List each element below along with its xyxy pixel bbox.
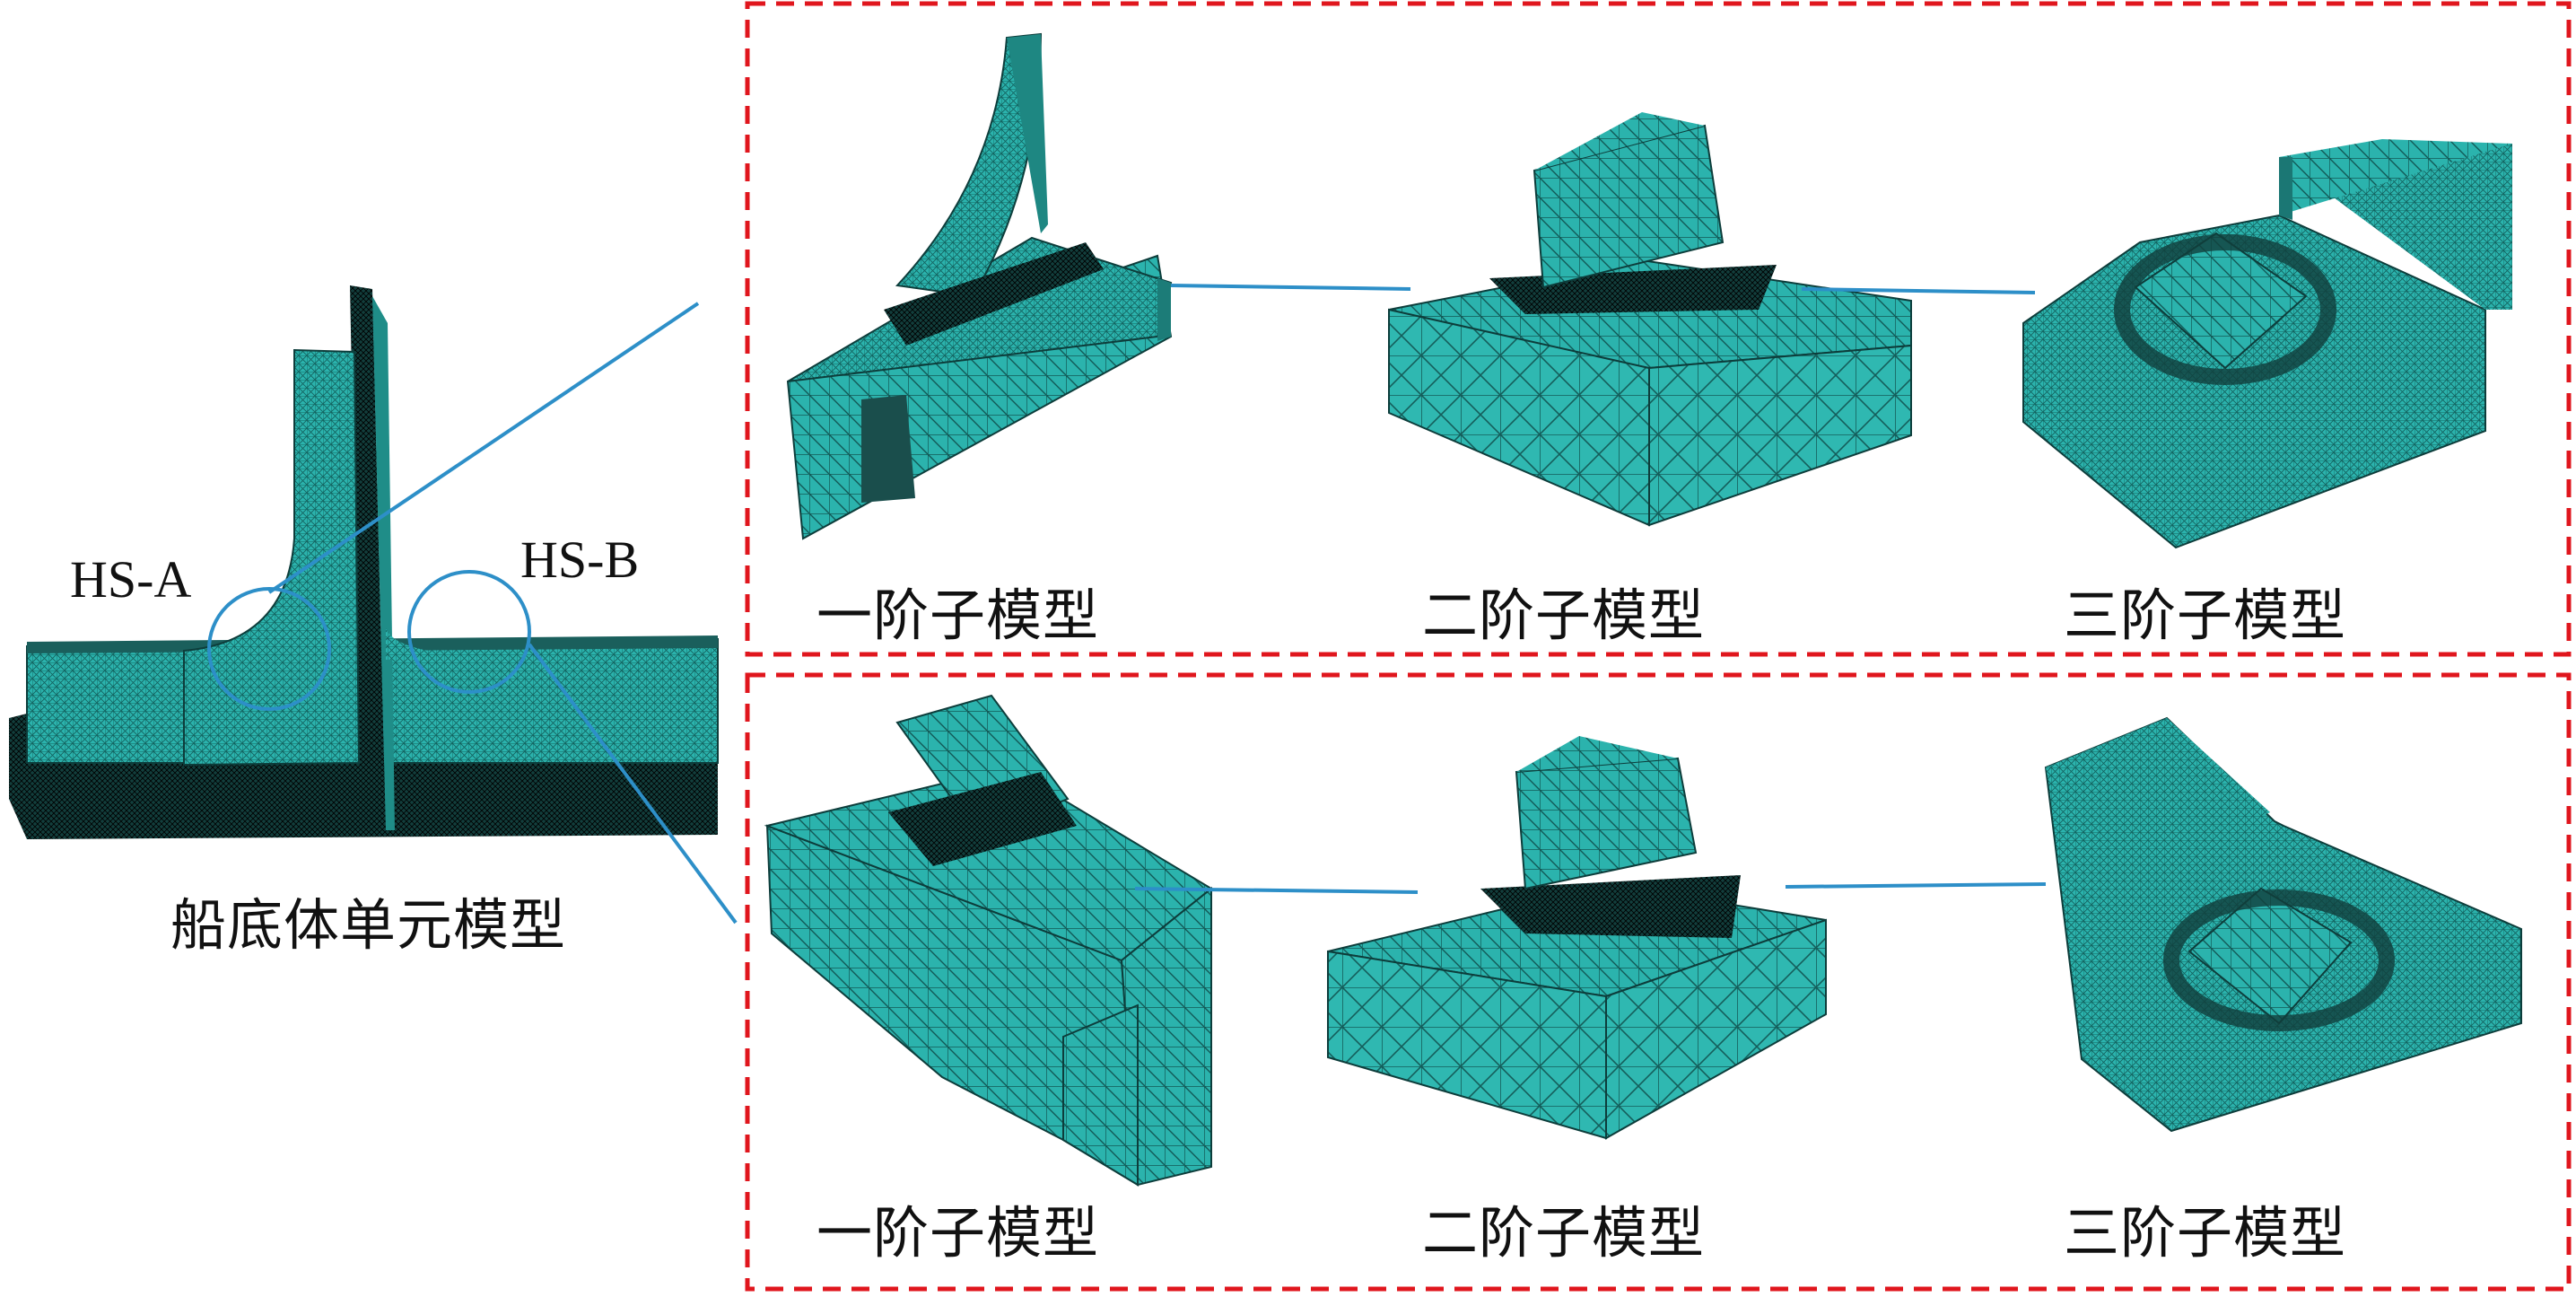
- bottom-level1-submodel: [764, 694, 1213, 1187]
- hotspot-a-circle: [207, 587, 331, 711]
- model-right-fillet: [386, 628, 467, 660]
- top-level3-caption: 三阶子模型: [2064, 583, 2347, 648]
- top-connector-1-2: [1170, 284, 1411, 291]
- hotspot-a-label: HS-A: [70, 550, 192, 609]
- top-connector-2-3: [1801, 287, 2036, 294]
- hotspot-b-circle: [407, 570, 531, 694]
- bottom-connector-2-3: [1785, 882, 2047, 889]
- bottom-level3-submodel: [2044, 716, 2522, 1133]
- connector-hsa-to-panel1: [267, 302, 700, 594]
- top-level2-submodel: [1388, 112, 1912, 527]
- top-level1-caption: 一阶子模型: [816, 583, 1100, 648]
- main-model-caption: 船底体单元模型: [170, 892, 567, 958]
- top-level2-caption: 二阶子模型: [1422, 583, 1706, 648]
- connector-hsb-to-panel2: [528, 643, 738, 925]
- bottom-level3-caption: 三阶子模型: [2064, 1200, 2347, 1266]
- model-center-web-face: [372, 296, 395, 830]
- top-level3-submodel: [2022, 139, 2512, 549]
- top-level1-submodel: [786, 32, 1173, 540]
- model-stiffener: [183, 348, 361, 767]
- bottom-connector-1-2: [1134, 887, 1419, 894]
- bottom-level2-caption: 二阶子模型: [1422, 1200, 1706, 1266]
- ship-bottom-model: [9, 285, 719, 839]
- bottom-level2-submodel: [1327, 736, 1827, 1140]
- panel-frame-bottom: [745, 672, 2572, 1292]
- hotspot-b-label: HS-B: [520, 530, 640, 589]
- bottom-level1-caption: 一阶子模型: [816, 1200, 1100, 1266]
